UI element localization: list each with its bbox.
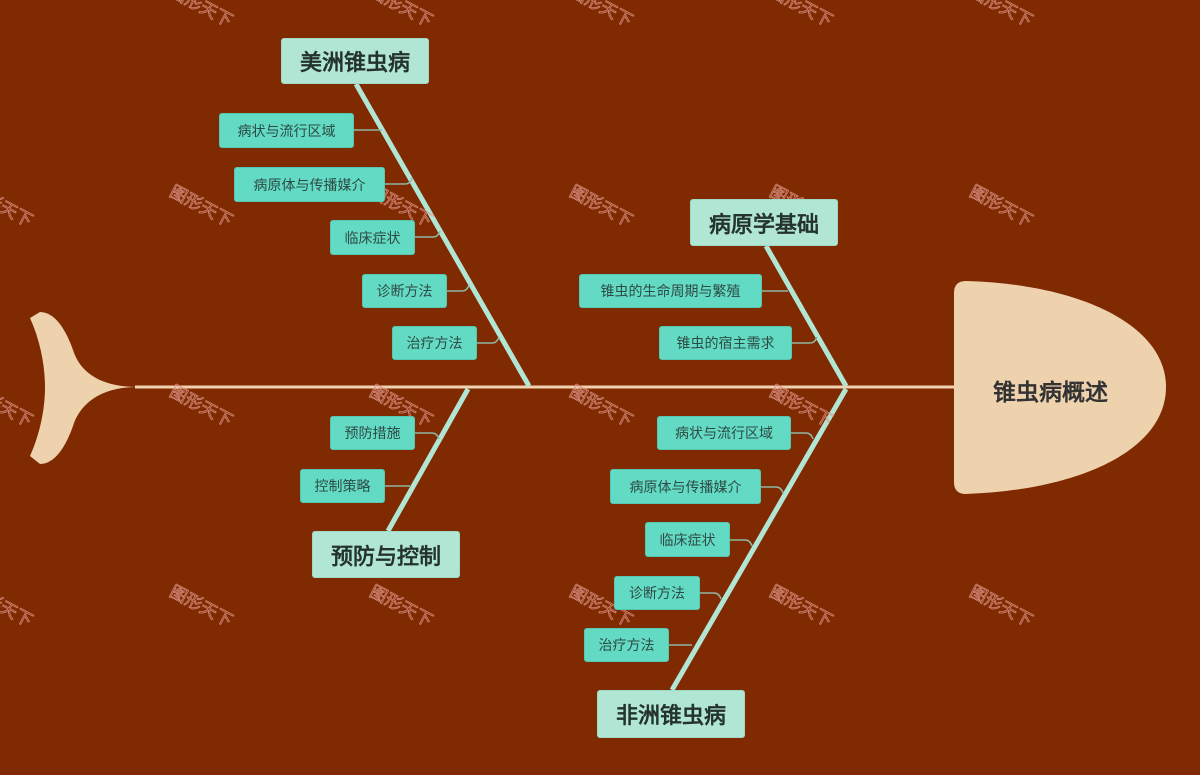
connectors-american bbox=[354, 129, 500, 344]
connectors-pathogen bbox=[762, 290, 818, 344]
african-child-treatment[interactable]: 治疗方法 bbox=[584, 628, 669, 662]
fish-tail bbox=[30, 312, 138, 464]
branch-pathogen-basics[interactable]: 病原学基础 bbox=[690, 199, 838, 246]
connectors-prevention bbox=[385, 432, 440, 487]
bone-african bbox=[669, 387, 849, 692]
american-child-treatment[interactable]: 治疗方法 bbox=[392, 326, 477, 360]
pathogen-child-host-needs[interactable]: 锥虫的宿主需求 bbox=[659, 326, 792, 360]
american-child-diagnosis[interactable]: 诊断方法 bbox=[362, 274, 447, 308]
fish-head bbox=[954, 281, 1166, 494]
african-child-symptoms-region[interactable]: 病状与流行区域 bbox=[657, 416, 791, 450]
branch-prevention-control[interactable]: 预防与控制 bbox=[312, 531, 460, 578]
prevention-child-strategy[interactable]: 控制策略 bbox=[300, 469, 385, 503]
african-child-diagnosis[interactable]: 诊断方法 bbox=[614, 576, 700, 610]
american-child-pathogen-vector[interactable]: 病原体与传播媒介 bbox=[234, 167, 385, 202]
american-child-clinical-symptoms[interactable]: 临床症状 bbox=[330, 220, 415, 255]
prevention-child-measures[interactable]: 预防措施 bbox=[330, 416, 415, 450]
pathogen-child-life-cycle[interactable]: 锥虫的生命周期与繁殖 bbox=[579, 274, 762, 308]
american-child-symptoms-region[interactable]: 病状与流行区域 bbox=[219, 113, 354, 148]
african-child-pathogen-vector[interactable]: 病原体与传播媒介 bbox=[610, 469, 761, 504]
african-child-clinical-symptoms[interactable]: 临床症状 bbox=[645, 522, 730, 557]
connectors-african bbox=[669, 432, 814, 646]
branch-american-trypanosomiasis[interactable]: 美洲锥虫病 bbox=[281, 38, 429, 84]
bone-prevention bbox=[385, 387, 471, 533]
bone-american bbox=[353, 82, 532, 388]
head-title[interactable]: 锥虫病概述 bbox=[993, 380, 1108, 406]
branch-african-trypanosomiasis[interactable]: 非洲锥虫病 bbox=[597, 690, 745, 738]
bone-pathogen bbox=[763, 244, 849, 388]
